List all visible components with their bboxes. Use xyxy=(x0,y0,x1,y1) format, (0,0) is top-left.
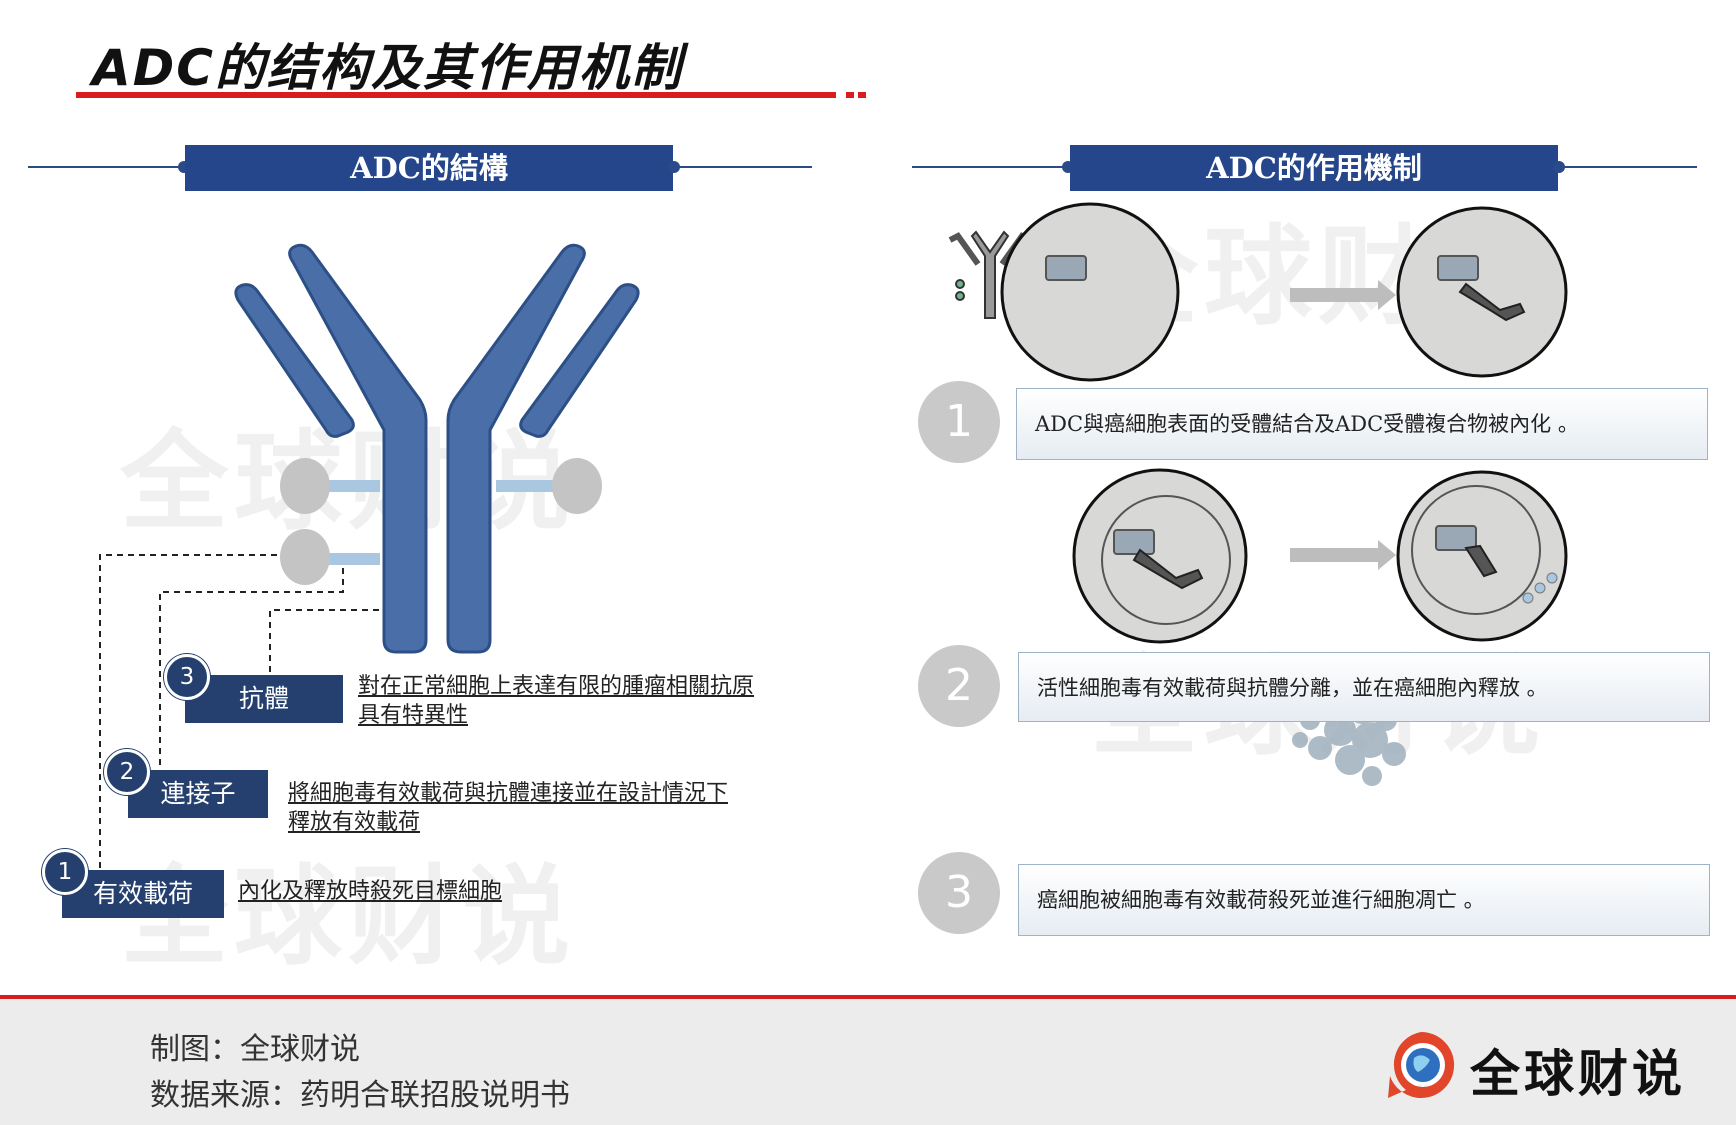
linker-group xyxy=(320,480,556,565)
released-payload xyxy=(1546,572,1558,584)
title-underline-dash xyxy=(858,92,866,98)
heavy-chain-right xyxy=(446,243,586,654)
antibody-light-chains xyxy=(234,283,640,438)
receptor xyxy=(1437,255,1479,281)
cancer-cell xyxy=(1072,468,1248,644)
payload-circle xyxy=(280,529,330,585)
title-underline-dash xyxy=(846,92,854,98)
heavy-chain-left xyxy=(288,243,428,654)
section-rule xyxy=(28,166,188,168)
section-header-structure: ADC的結構 xyxy=(185,145,673,191)
mechanism-diagram xyxy=(948,202,1568,786)
arrow-shaft xyxy=(1290,288,1380,302)
receptor xyxy=(1435,525,1477,551)
title-underline xyxy=(76,92,836,98)
antibody-description-line1: 對在正常細胞上表達有限的腫瘤相關抗原 xyxy=(358,674,755,699)
antibody-heavy-chains xyxy=(288,243,586,654)
receptor xyxy=(1045,255,1087,281)
brand-logo-icon xyxy=(1388,1031,1455,1098)
internalized-adc xyxy=(1132,548,1204,590)
footer-made-by: 制图：全球财说 xyxy=(150,1032,360,1067)
endosome xyxy=(1101,495,1231,625)
endosome xyxy=(1411,485,1541,615)
linker-bar xyxy=(320,553,380,565)
arrow-head xyxy=(1378,280,1396,310)
section-rule xyxy=(672,166,812,168)
cancer-cell xyxy=(1000,202,1180,382)
leader-line-antibody xyxy=(269,609,385,672)
section-rule xyxy=(912,166,1072,168)
released-antibody xyxy=(1464,544,1498,578)
step-1-text: ADC與癌細胞表面的受體結合及ADC受體複合物被內化 。 xyxy=(1016,388,1708,460)
component-number-badge: 3 xyxy=(164,654,210,700)
released-payload xyxy=(1534,582,1546,594)
step-number-1: 1 xyxy=(918,381,1000,463)
section-rule xyxy=(1557,166,1697,168)
antibody-description-line2: 具有特異性 xyxy=(358,703,469,728)
adc-structure-diagram xyxy=(99,243,640,868)
footer-source: 数据来源：药明合联招股说明书 xyxy=(150,1078,570,1113)
light-chain-left xyxy=(234,283,355,438)
arrow-shaft xyxy=(1290,548,1380,562)
bound-adc xyxy=(1458,282,1526,322)
component-number-badge: 1 xyxy=(42,849,88,895)
linker-description-line2: 釋放有效載荷 xyxy=(288,810,421,835)
section-header-mechanism: ADC的作用機制 xyxy=(1070,145,1558,191)
leader-line-payload xyxy=(99,554,282,868)
label-antibody: 抗體 xyxy=(185,675,343,723)
step-number-3: 3 xyxy=(918,852,1000,934)
label-payload: 有效載荷 xyxy=(62,870,224,918)
component-number-badge: 2 xyxy=(104,749,150,795)
light-chain-right xyxy=(519,283,640,438)
leader-line-linker xyxy=(159,568,344,765)
step-2-text: 活性細胞毒有效載荷與抗體分離，並在癌細胞內釋放 。 xyxy=(1018,652,1710,722)
arrow-head xyxy=(1378,540,1396,570)
receptor xyxy=(1113,529,1155,555)
payload-circle xyxy=(280,458,330,514)
footer-rule xyxy=(0,995,1736,999)
page-title: ADC的结构及其作用机制 xyxy=(92,39,683,97)
step-number-2: 2 xyxy=(918,645,1000,727)
linker-description-line1: 將細胞毒有效載荷與抗體連接並在設計情況下 xyxy=(288,781,729,806)
payload-group xyxy=(280,458,602,585)
step-3-text: 癌細胞被細胞毒有效載荷殺死並進行細胞凋亡 。 xyxy=(1018,864,1710,936)
brand-name: 全球财说 xyxy=(1470,1045,1686,1103)
linker-bar xyxy=(496,480,556,492)
released-payload xyxy=(1522,592,1534,604)
payload-circle xyxy=(552,458,602,514)
payload-description: 內化及釋放時殺死目標細胞 xyxy=(238,879,503,904)
label-linker: 連接子 xyxy=(128,770,268,818)
linker-bar xyxy=(320,480,380,492)
cancer-cell xyxy=(1396,206,1568,378)
